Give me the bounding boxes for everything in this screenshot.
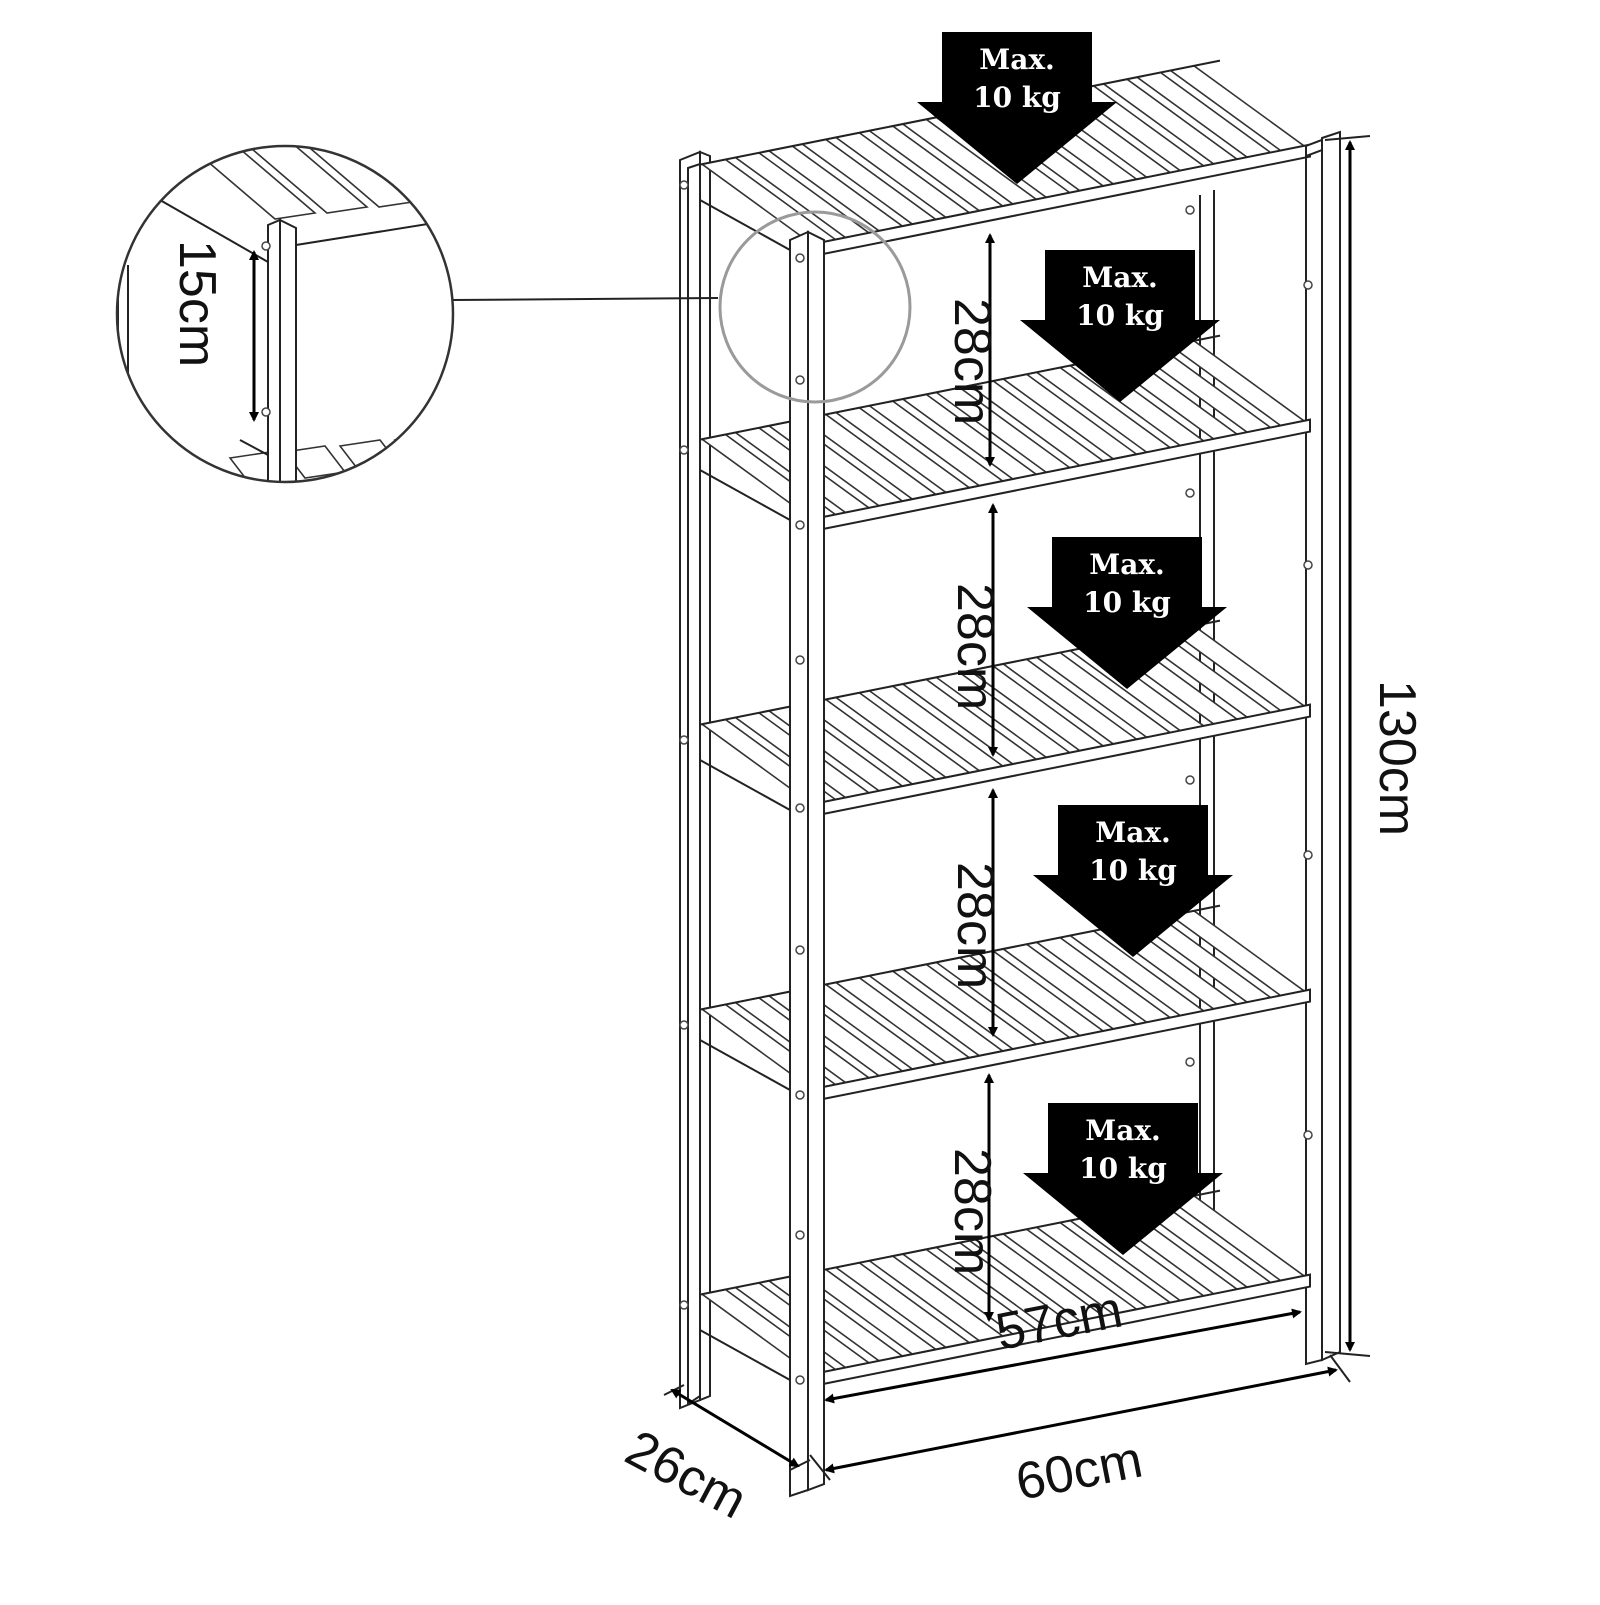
shelf-spacing: 28cm [946,788,1004,1037]
load-arrow-shape [1033,805,1233,957]
load-arrow-shape [1023,1103,1223,1255]
screw-hole [679,1300,689,1310]
detail-slat [406,146,453,196]
screw-hole [1185,205,1195,215]
callout-marker-circle [718,210,912,404]
screw-hole [1303,280,1313,290]
shelf-spacing: 28cm [946,503,1004,757]
detail-slat [250,146,369,214]
shelf-spacing-dimensions: 28cm 28cm 28cm 28cm [943,233,1004,1322]
load-badge-line2: 10 kg [973,81,1061,114]
shelf-spacing-label: 28cm [946,583,1004,710]
screw-hole [795,253,805,263]
depth-dimension: 26cm [616,1384,811,1530]
screw-hole [1303,850,1313,860]
front-left-post [789,230,825,1498]
load-badge-line2: 10 kg [1089,854,1177,887]
load-badge-line1: Max. [979,43,1055,76]
load-badge-line2: 10 kg [1076,299,1164,332]
screw-hole [679,445,689,455]
detail-slat [393,433,453,467]
shelf-spacing-label: 28cm [943,1148,1001,1275]
shelf-spacing: 28cm [943,233,1001,467]
detail-circle-border [115,144,455,484]
shelf-spacing-label: 28cm [946,862,1004,989]
back-right-post [1305,130,1341,1366]
screw-hole [1185,775,1195,785]
screw-hole [795,1375,805,1385]
load-badge: Max. 10 kg [1033,805,1233,957]
width-label: 60cm [1011,1431,1147,1512]
height-dimension: 130cm [1324,135,1426,1357]
load-badge: Max. 10 kg [1027,537,1227,689]
screw-hole [679,180,689,190]
screw-hole [795,803,805,813]
screw-hole [679,735,689,745]
load-badge: Max. 10 kg [1023,1103,1223,1255]
height-label: 130cm [1368,680,1426,836]
shelf-3 [697,619,1311,819]
load-arrow-shape [917,32,1117,184]
load-badge-line2: 10 kg [1079,1152,1167,1185]
front-right-post [1305,138,1323,158]
screw-hole [795,520,805,530]
screw-hole [679,1020,689,1030]
screw-hole [795,945,805,955]
load-badge-line2: 10 kg [1083,586,1171,619]
screw-hole [795,655,805,665]
shelf-2 [697,334,1311,534]
screw-hole [1185,1057,1195,1067]
screw-hole [795,1230,805,1240]
shelf-spacing-label: 28cm [943,298,1001,425]
load-badge-line1: Max. [1089,548,1165,581]
screw-hole [795,375,805,385]
screw-hole [1303,1130,1313,1140]
shelf-spacing: 28cm [943,1073,1001,1322]
load-badge-line1: Max. [1082,261,1158,294]
detail-gap-label: 15cm [168,240,226,367]
width-dimension: 60cm [809,1354,1351,1512]
load-badge-line1: Max. [1095,816,1171,849]
screw-hole [1185,488,1195,498]
screw-holes [679,180,1313,1385]
screw-hole [795,1090,805,1100]
load-arrow-shape [1027,537,1227,689]
load-arrow-shape [1020,250,1220,402]
load-badge: Max. 10 kg [917,32,1117,184]
depth-label: 26cm [616,1419,756,1530]
load-badge: Max. 10 kg [1020,250,1220,402]
load-badge-line1: Max. [1085,1114,1161,1147]
screw-hole [1303,560,1313,570]
back-side-frame [1199,165,1307,1330]
